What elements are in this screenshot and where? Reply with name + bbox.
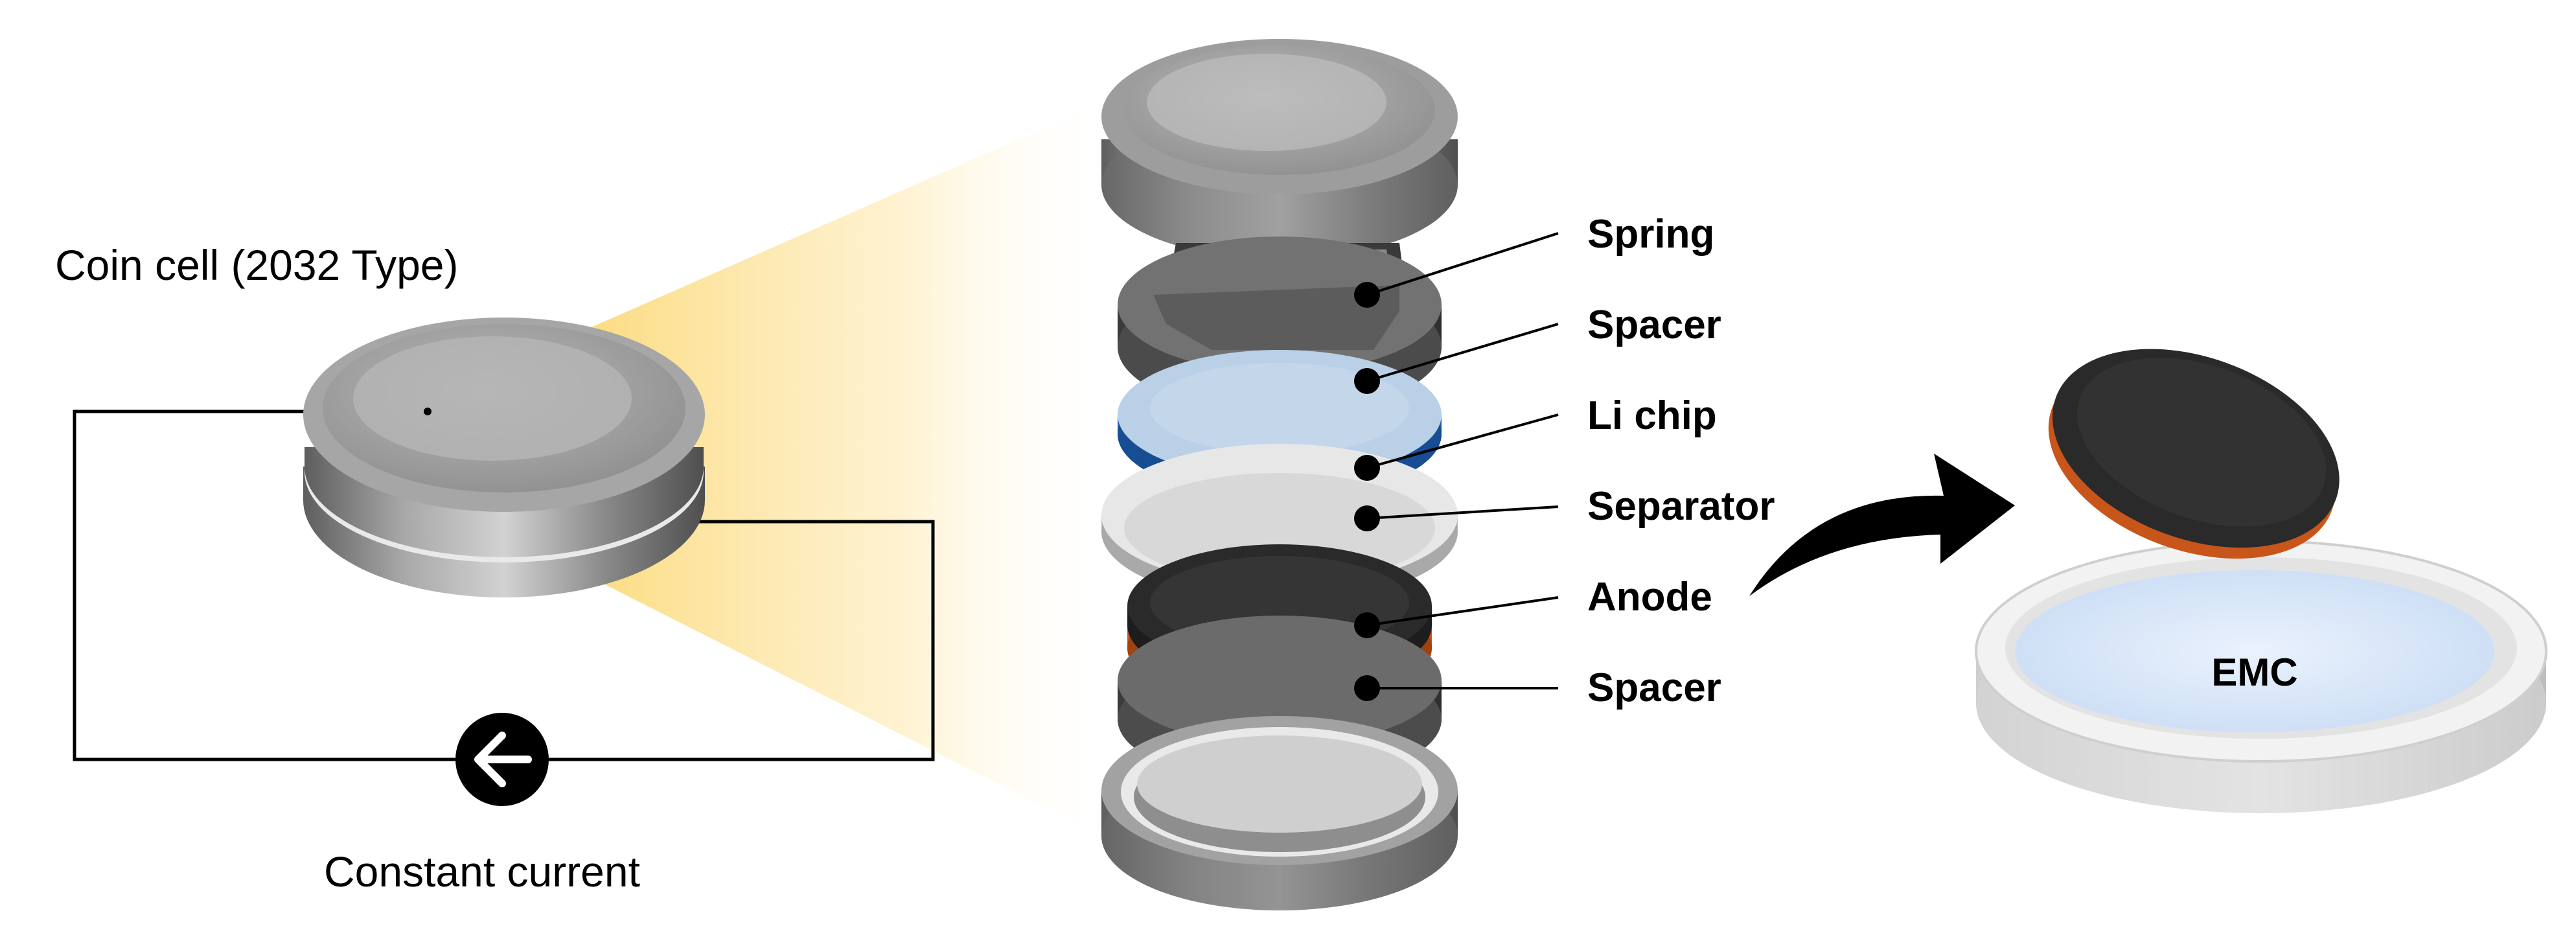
leader-dots [1354,282,1380,701]
component-label-spacer-upper: Spacer [1587,303,1721,347]
component-label-spacer-lower: Spacer [1587,665,1721,710]
top-cap [1101,39,1458,259]
component-label-anode: Anode [1587,575,1712,619]
emc-dish [1975,540,2547,813]
dish-label: EMC [2211,651,2297,694]
tilted-anode-disc [2048,349,2340,559]
component-label-li-chip: Li chip [1587,393,1717,438]
curved-arrow-icon [1749,454,2015,596]
leader-lines [1366,232,1559,689]
bottom-case [1101,716,1458,910]
current-source [455,713,549,806]
coin-cell-terminal-dot [424,408,431,415]
assembled-coin-cell [303,318,705,597]
arrow-left-icon [474,732,532,787]
coin-cell-title: Coin cell (2032 Type) [55,241,458,289]
constant-current-label: Constant current [324,848,640,896]
component-label-separator: Separator [1587,484,1775,529]
component-label-spring: Spring [1587,212,1714,257]
expansion-cone [577,97,1114,842]
